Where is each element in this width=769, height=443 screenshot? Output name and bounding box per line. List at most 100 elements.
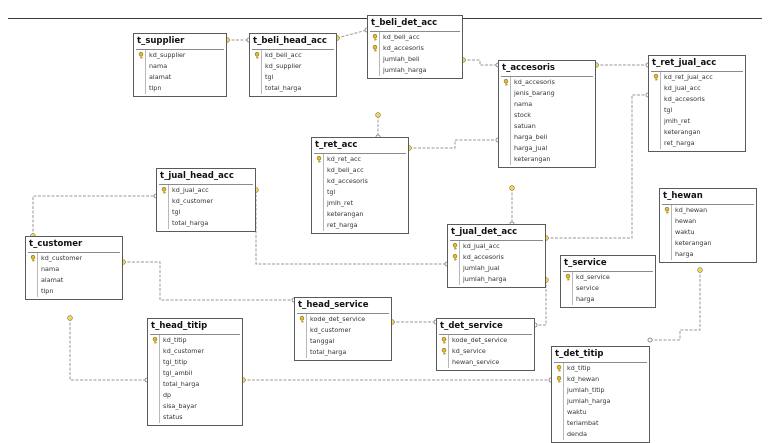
column-row[interactable]: jumlah_beli [370, 54, 460, 65]
column-row[interactable]: kd_beli_acc [252, 50, 334, 61]
column-row[interactable]: total_harga [252, 83, 334, 94]
relationship-line-t-service-to-t-det-service[interactable] [535, 280, 547, 326]
column-row[interactable]: kd_accesoris [314, 176, 406, 187]
column-row[interactable]: status [150, 412, 240, 423]
column-row[interactable]: kd_service [563, 272, 653, 283]
table-title[interactable]: t_ret_jual_acc [649, 56, 745, 71]
column-row[interactable]: nama [28, 264, 120, 275]
column-row[interactable]: harga_jual [501, 143, 593, 154]
column-row[interactable]: terlambat [554, 418, 647, 429]
relationship-line-t-jual-det-acc-to-t-ret-jual-acc[interactable] [546, 94, 648, 239]
column-row[interactable]: satuan [501, 121, 593, 132]
table-title[interactable]: t_det_titip [552, 347, 649, 362]
column-row[interactable]: tlpn [28, 286, 120, 297]
column-row[interactable]: tgl_ambil [150, 368, 240, 379]
column-row[interactable]: keterangan [662, 238, 754, 249]
column-row[interactable]: hewan [662, 216, 754, 227]
column-row[interactable]: kd_supplier [136, 50, 224, 61]
column-row[interactable]: total_harga [297, 347, 389, 358]
column-row[interactable]: total_harga [159, 218, 253, 229]
column-row[interactable]: jumlah_harga [554, 396, 647, 407]
table-title[interactable]: t_customer [26, 237, 122, 252]
column-row[interactable]: harga [563, 294, 653, 305]
column-row[interactable]: kd_hewan [554, 374, 647, 385]
table-title[interactable]: t_head_service [295, 298, 391, 313]
column-row[interactable]: tgl [651, 105, 743, 116]
column-row[interactable]: service [563, 283, 653, 294]
column-row[interactable]: keterangan [651, 127, 743, 138]
column-row[interactable]: waktu [662, 227, 754, 238]
table-title[interactable]: t_beli_det_acc [368, 16, 462, 31]
relationship-line-t-customer-to-t-head-service[interactable] [123, 261, 294, 301]
column-row[interactable]: keterangan [501, 154, 593, 165]
relationship-line-t-beli-head-acc-to-t-beli-det-acc[interactable] [336, 29, 368, 39]
column-row[interactable]: waktu [554, 407, 647, 418]
column-row[interactable]: kode_det_service [439, 335, 532, 346]
column-row[interactable]: tgl [314, 187, 406, 198]
column-row[interactable]: kd_ret_acc [314, 154, 406, 165]
column-row[interactable]: kd_customer [150, 346, 240, 357]
column-row[interactable]: kd_beli_acc [370, 32, 460, 43]
column-row[interactable]: hewan_service [439, 357, 532, 368]
column-row[interactable]: tanggal [297, 336, 389, 347]
relationship-line-t-beli-det-acc-to-t-accesoris[interactable] [463, 59, 498, 66]
relationship-line-t-jual-head-acc-to-t-jual-det-acc[interactable] [255, 190, 447, 265]
table-title[interactable]: t_jual_det_acc [448, 225, 545, 240]
relationship-line-t-ret-acc-to-t-accesoris[interactable] [409, 139, 498, 149]
table-title[interactable]: t_head_titip [148, 319, 242, 334]
column-row[interactable]: jmlh_ret [314, 198, 406, 209]
column-row[interactable]: jumlah_titip [554, 385, 647, 396]
column-row[interactable]: tgl [252, 72, 334, 83]
column-row[interactable]: kd_beli_acc [314, 165, 406, 176]
column-row[interactable]: harga_beli [501, 132, 593, 143]
column-row[interactable]: kd_titip [554, 363, 647, 374]
column-row[interactable]: jmlh_ret [651, 116, 743, 127]
table-title[interactable]: t_jual_head_acc [157, 169, 255, 184]
table-title[interactable]: t_service [561, 256, 655, 271]
table-title[interactable]: t_det_service [437, 319, 534, 334]
column-row[interactable]: kd_accesoris [651, 94, 743, 105]
column-row[interactable]: harga [662, 249, 754, 260]
table-title[interactable]: t_supplier [134, 34, 226, 49]
table-title[interactable]: t_hewan [660, 189, 756, 204]
column-row[interactable]: tlpn [136, 83, 224, 94]
column-row[interactable]: kd_ret_jual_acc [651, 72, 743, 83]
column-row[interactable]: kd_service [439, 346, 532, 357]
column-row[interactable]: nama [501, 99, 593, 110]
column-row[interactable]: jenis_barang [501, 88, 593, 99]
column-row[interactable]: kd_jual_acc [651, 83, 743, 94]
column-row[interactable]: kd_accesoris [501, 77, 593, 88]
relationship-line-t-hewan-to-t-det-titip[interactable] [650, 270, 701, 341]
column-row[interactable]: kd_jual_acc [450, 241, 543, 252]
column-row[interactable]: nama [136, 61, 224, 72]
column-row[interactable]: ret_harga [651, 138, 743, 149]
column-row[interactable]: kd_titip [150, 335, 240, 346]
column-row[interactable]: sisa_bayar [150, 401, 240, 412]
relationship-line-t-customer-to-t-head-titip[interactable] [69, 318, 147, 381]
column-row[interactable]: kd_customer [297, 325, 389, 336]
table-title[interactable]: t_beli_head_acc [250, 34, 336, 49]
table-title[interactable]: t_ret_acc [312, 138, 408, 153]
column-row[interactable]: kd_jual_acc [159, 185, 253, 196]
column-row[interactable]: kd_accesoris [450, 252, 543, 263]
column-row[interactable]: tgl [159, 207, 253, 218]
column-row[interactable]: tgl_titip [150, 357, 240, 368]
column-row[interactable]: alamat [136, 72, 224, 83]
column-row[interactable]: kd_customer [28, 253, 120, 264]
column-row[interactable]: jumlah_harga [450, 274, 543, 285]
column-row[interactable]: kd_supplier [252, 61, 334, 72]
column-row[interactable]: kd_customer [159, 196, 253, 207]
